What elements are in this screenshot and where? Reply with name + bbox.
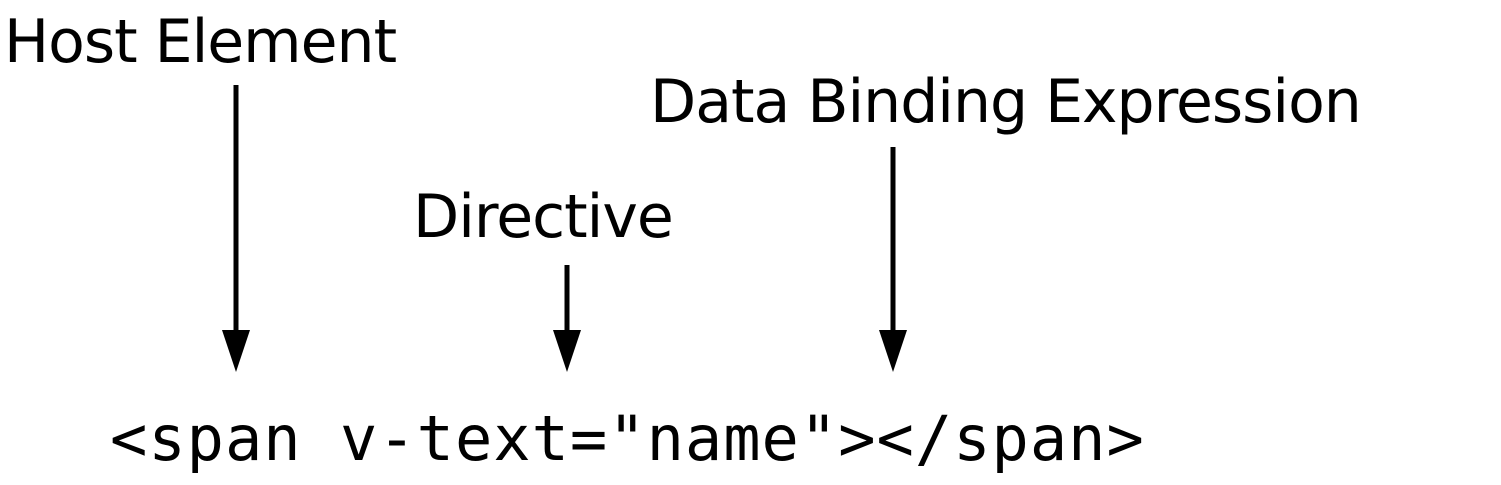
directive-arrow-icon [553, 265, 581, 372]
directive-arrow-head [553, 330, 581, 372]
data-binding-arrow-icon [879, 147, 907, 372]
host-element-label: Host Element [4, 7, 397, 77]
host-element-arrow-icon [222, 85, 250, 372]
data-binding-arrow-head [879, 330, 907, 372]
code-snippet: <span v-text="name"></span> [110, 402, 1145, 475]
data-binding-expression-label: Data Binding Expression [650, 67, 1362, 137]
directive-label: Directive [413, 182, 674, 252]
host-element-arrow-head [222, 330, 250, 372]
